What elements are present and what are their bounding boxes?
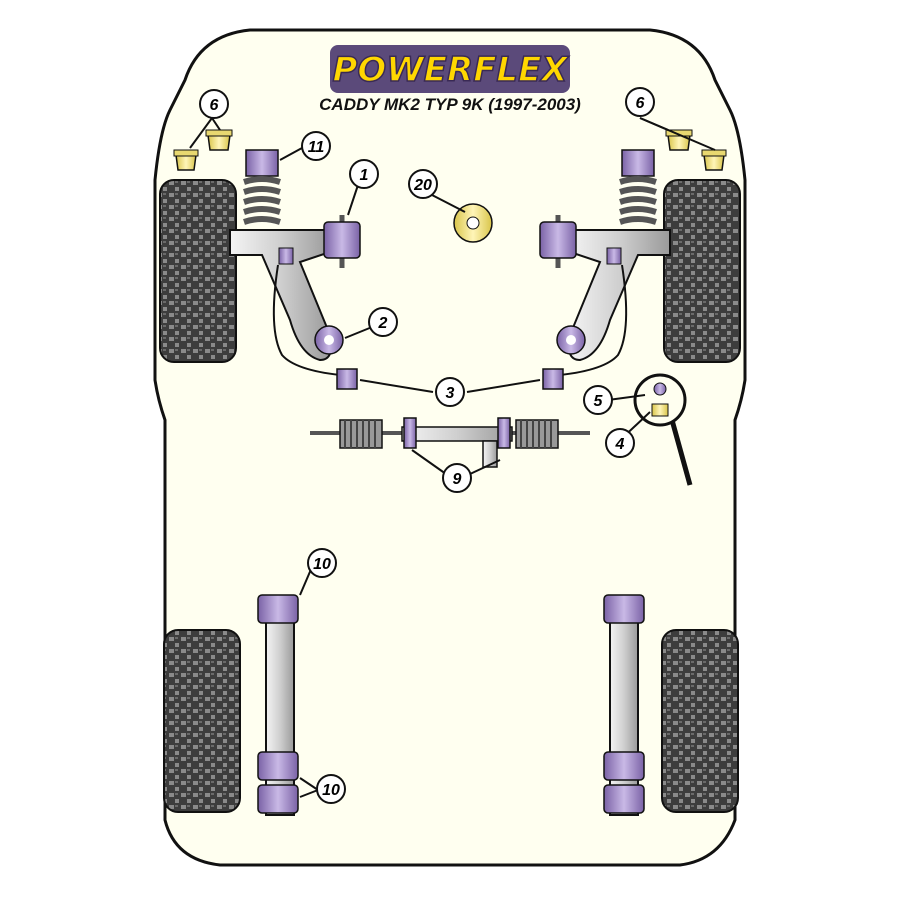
bump-stops-right	[665, 129, 727, 171]
callout-9: 9	[442, 463, 472, 493]
callout-4: 4	[605, 428, 635, 458]
svg-text:10: 10	[313, 556, 331, 573]
callout-3: 3	[435, 377, 465, 407]
gearbox-mount	[453, 203, 493, 243]
callout-20: 20	[408, 169, 438, 199]
front-left-strut	[243, 149, 281, 225]
svg-text:6: 6	[636, 95, 645, 112]
rear-left-tyre	[163, 629, 241, 813]
callout-6-right: 6	[625, 87, 655, 117]
callout-1: 1	[349, 159, 379, 189]
anti-roll-bar-bushes	[336, 368, 564, 390]
steering-rack	[310, 417, 590, 468]
front-left-tyre	[159, 179, 237, 363]
bump-stops-left	[173, 129, 233, 171]
callout-10-bottom: 10	[316, 774, 346, 804]
rear-left-beam	[257, 594, 299, 816]
callout-11: 11	[301, 131, 331, 161]
magnifier-icon	[633, 373, 693, 486]
svg-text:10: 10	[322, 782, 340, 799]
callout-6-left: 6	[199, 89, 229, 119]
callout-10-top: 10	[307, 548, 337, 578]
svg-text:20: 20	[413, 177, 432, 194]
svg-text:2: 2	[378, 315, 388, 332]
front-right-strut	[619, 149, 657, 225]
wishbone-rear-bushes	[314, 325, 586, 355]
svg-text:11: 11	[308, 139, 325, 156]
rear-right-beam	[603, 594, 645, 816]
rear-right-tyre	[661, 629, 739, 813]
wishbone-front-bushes	[278, 215, 622, 268]
callout-2: 2	[368, 307, 398, 337]
svg-text:3: 3	[446, 385, 455, 402]
svg-text:9: 9	[453, 471, 462, 488]
callout-5: 5	[583, 385, 613, 415]
car-body-outline	[153, 28, 747, 867]
svg-text:4: 4	[615, 436, 625, 453]
svg-text:1: 1	[360, 167, 369, 184]
svg-text:5: 5	[594, 393, 604, 410]
svg-text:6: 6	[210, 97, 219, 114]
logo-text: POWERFLEX	[332, 50, 569, 90]
vehicle-subtitle: CADDY MK2 TYP 9K (1997-2003)	[319, 95, 581, 114]
powerflex-logo: POWERFLEX	[330, 45, 570, 93]
front-right-tyre	[663, 179, 741, 363]
